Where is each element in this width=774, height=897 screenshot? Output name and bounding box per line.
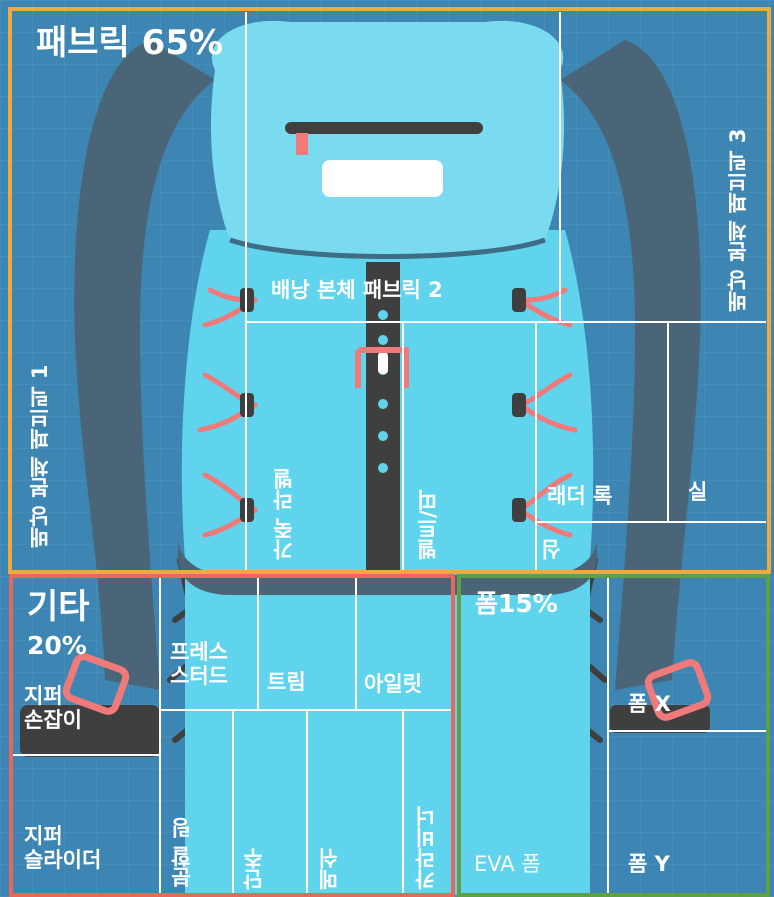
- cell-button: 단추: [242, 848, 266, 890]
- cell-body-fabric-3: 배낭 본체 패브릭 3: [726, 128, 750, 312]
- fabric-group-label: 패브릭 65%: [36, 23, 224, 63]
- cell-thread: 실: [688, 480, 708, 504]
- cell-ladder-lock: 래더 록: [547, 484, 613, 508]
- cell-press-stud: 프레스 스터드: [170, 640, 228, 689]
- zipper-slider-tab: [378, 352, 388, 374]
- cell-eyelet: 아일릿: [364, 672, 422, 696]
- cell-belt-strap: 벨트/띠: [416, 489, 440, 560]
- other-group-label: 기타: [27, 587, 90, 627]
- cell-body-fabric-2: 배낭 본체 패브릭 2: [271, 278, 443, 302]
- right-buckle: [644, 659, 712, 721]
- cell-zipper-slider: 지퍼 슬라이더: [24, 824, 102, 873]
- cell-leather-label: 가죽 라벨: [272, 468, 296, 560]
- top-lid-trim: [229, 237, 546, 259]
- right-shoulder-strap: [560, 40, 701, 690]
- front-zipper-tape: [366, 262, 400, 572]
- lid-label-patch: [322, 160, 443, 197]
- other-group-percent: 20%: [27, 631, 87, 660]
- cell-core: 심: [540, 539, 564, 560]
- lid-zipper-pull: [296, 133, 308, 155]
- cell-split-ring: 분할 링: [170, 817, 194, 888]
- treemap-dividers: [13, 12, 766, 895]
- cell-mesh: 메쉬: [317, 848, 341, 890]
- backpack-lower-body: [185, 555, 590, 895]
- cell-carabiner: 카라비너: [414, 806, 438, 890]
- bottom-rim: [178, 540, 597, 595]
- cell-foam-x: 폼 X: [628, 692, 671, 716]
- cell-eva-foam: EVA 폼: [474, 852, 541, 876]
- top-lid: [210, 20, 565, 255]
- cell-trim: 트림: [267, 670, 306, 694]
- foam-group-label: 폼15%: [475, 589, 558, 618]
- left-hip-belt: [20, 705, 160, 757]
- cell-foam-y: 폼 Y: [628, 852, 670, 876]
- foam-group-border: [457, 574, 770, 897]
- left-buckle: [62, 653, 130, 715]
- cell-zipper-pull: 지퍼 손잡이: [24, 684, 82, 733]
- other-group-border: [9, 574, 455, 897]
- left-shoulder-strap: [74, 40, 215, 690]
- lid-zipper: [285, 122, 483, 134]
- front-ladder-buckle: [358, 347, 409, 388]
- cell-body-fabric-1: 배낭 본체 패브릭 1: [28, 364, 52, 548]
- fabric-group-border: [8, 7, 771, 574]
